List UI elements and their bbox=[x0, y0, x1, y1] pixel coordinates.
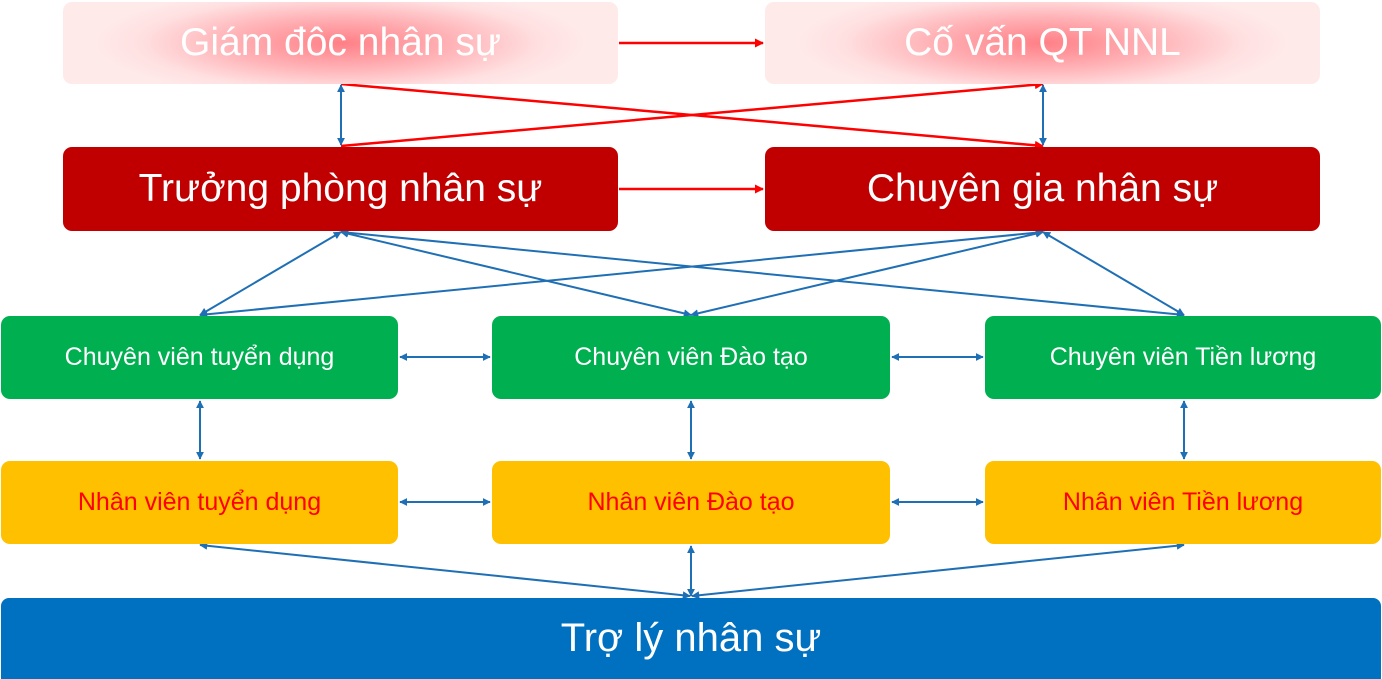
node-training-specialist-label: Chuyên viên Đào tạo bbox=[574, 343, 808, 371]
arrow-payroll-staff-assistant bbox=[691, 541, 1185, 600]
node-payroll-specialist: Chuyên viên Tiền lương bbox=[985, 316, 1381, 399]
arrow-expert-recruit-specialist bbox=[199, 228, 1044, 319]
arrow-director-to-expert bbox=[340, 82, 1044, 150]
node-hr-manager-label: Trưởng phòng nhân sự bbox=[138, 167, 543, 210]
node-hr-manager: Trưởng phòng nhân sự bbox=[63, 147, 618, 231]
node-hr-expert-label: Chuyên gia nhân sự bbox=[866, 167, 1219, 210]
node-payroll-staff: Nhân viên Tiền lương bbox=[985, 461, 1381, 544]
arrow-manager-training-specialist bbox=[340, 229, 692, 318]
node-hr-advisor: Cố vấn QT NNL bbox=[765, 2, 1320, 84]
node-payroll-specialist-label: Chuyên viên Tiền lương bbox=[1049, 343, 1317, 371]
node-training-specialist: Chuyên viên Đào tạo bbox=[492, 316, 890, 399]
arrow-recruit-staff-assistant bbox=[199, 541, 691, 600]
arrow-expert-payroll-specialist bbox=[1042, 231, 1185, 316]
arrow-expert-training-specialist bbox=[690, 229, 1044, 318]
node-hr-director-label: Giám đôc nhân sự bbox=[180, 21, 501, 64]
arrow-manager-payroll-specialist bbox=[340, 228, 1185, 319]
arrow-manager-to-advisor bbox=[340, 80, 1044, 148]
node-hr-expert: Chuyên gia nhân sự bbox=[765, 147, 1320, 231]
node-recruit-staff-label: Nhân viên tuyển dụng bbox=[77, 488, 322, 516]
node-recruit-specialist-label: Chuyên viên tuyển dụng bbox=[64, 343, 335, 371]
node-hr-director: Giám đôc nhân sự bbox=[63, 2, 618, 84]
node-payroll-staff-label: Nhân viên Tiền lương bbox=[1062, 488, 1304, 516]
node-hr-advisor-label: Cố vấn QT NNL bbox=[904, 21, 1181, 64]
arrow-manager-recruit-specialist bbox=[199, 231, 342, 316]
node-training-staff-label: Nhân viên Đào tạo bbox=[587, 488, 795, 516]
node-recruit-specialist: Chuyên viên tuyển dụng bbox=[1, 316, 398, 399]
node-recruit-staff: Nhân viên tuyển dụng bbox=[1, 461, 398, 544]
node-hr-assistant: Trợ lý nhân sự bbox=[1, 598, 1381, 679]
node-hr-assistant-label: Trợ lý nhân sự bbox=[560, 616, 822, 660]
node-training-staff: Nhân viên Đào tạo bbox=[492, 461, 890, 544]
